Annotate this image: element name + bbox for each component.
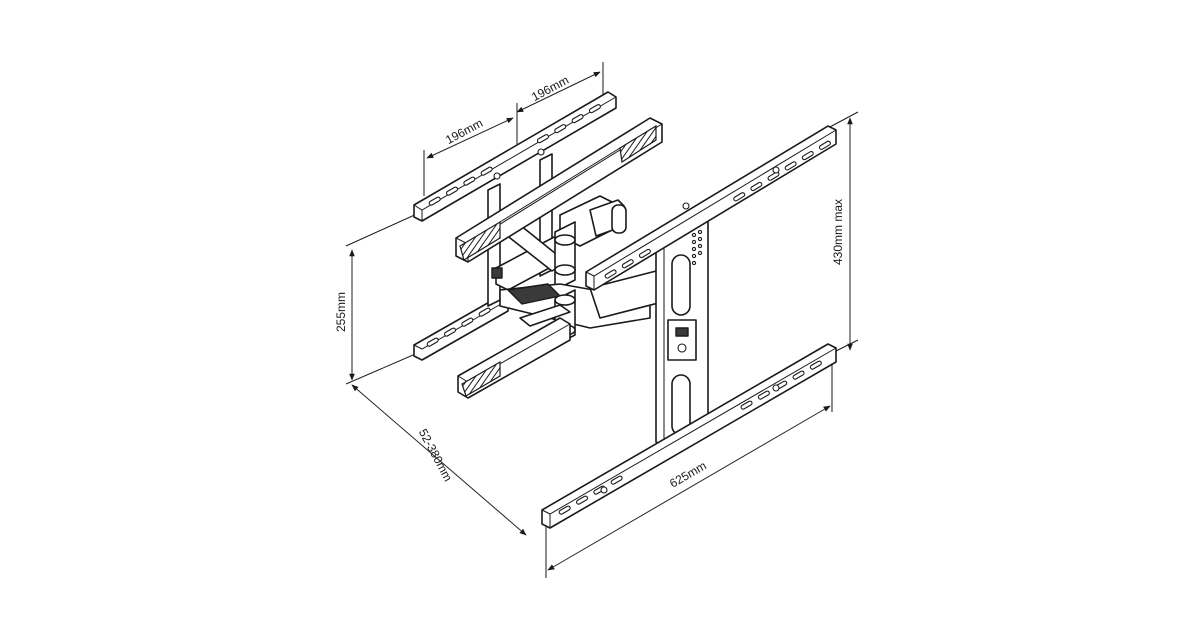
tv-plate-bottom-rail [541, 343, 837, 529]
dim-label-top-right: 196mm [529, 73, 571, 104]
dim-label-vesa-height: 430mm max [831, 199, 845, 265]
articulating-arm-upper [504, 195, 627, 291]
arm-cover-top [455, 117, 663, 263]
arm-cover-bottom [457, 317, 571, 399]
wall-plate-top-rail [413, 91, 617, 222]
dim-label-top-left: 196mm [443, 116, 485, 147]
dim-label-bracket-width: 625mm [667, 458, 709, 490]
dim-label-extension: 52-380mm [416, 427, 455, 484]
wall-plate-bottom-rail [413, 295, 509, 361]
tv-plate-top-rail [585, 125, 837, 291]
dimension-lines [345, 62, 859, 578]
dim-label-wall-plate-height: 255mm [334, 292, 348, 332]
tv-plate-vertical-spine [655, 213, 709, 447]
